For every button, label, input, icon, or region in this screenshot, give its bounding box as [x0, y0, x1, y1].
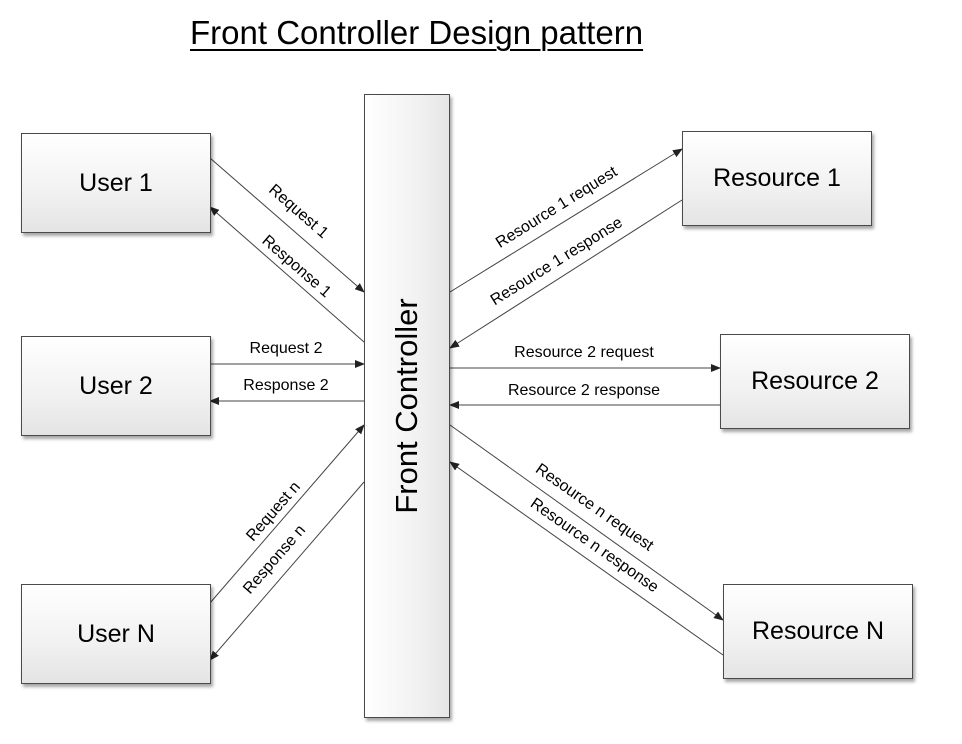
resource-2-response-label: Resource 2 response [507, 382, 661, 399]
response-n-arrow [209, 481, 365, 661]
resource-n-response-arrow [449, 461, 724, 656]
request-2-label: Request 2 [249, 340, 323, 357]
response-2-label: Response 2 [243, 377, 329, 394]
response-1-arrow [209, 206, 365, 343]
diagram-title: Front Controller Design pattern [190, 14, 644, 51]
resource-n-request-arrow [449, 424, 724, 621]
front-controller-node: Front Controller [364, 94, 450, 718]
resource-2-node: Resource 2 [720, 334, 910, 429]
user-2-node: User 2 [21, 336, 211, 436]
resource-n-node: Resource N [723, 584, 913, 679]
resource-1-response-arrow [449, 199, 683, 349]
request-1-arrow [209, 157, 365, 293]
front-controller-label: Front Controller [389, 298, 424, 514]
request-n-arrow [209, 424, 365, 604]
resource-2-request-label: Resource 2 request [514, 344, 654, 361]
user-1-node: User 1 [21, 133, 211, 233]
resource-1-node: Resource 1 [682, 131, 872, 226]
user-n-node: User N [21, 584, 211, 684]
resource-1-request-arrow [449, 148, 683, 293]
